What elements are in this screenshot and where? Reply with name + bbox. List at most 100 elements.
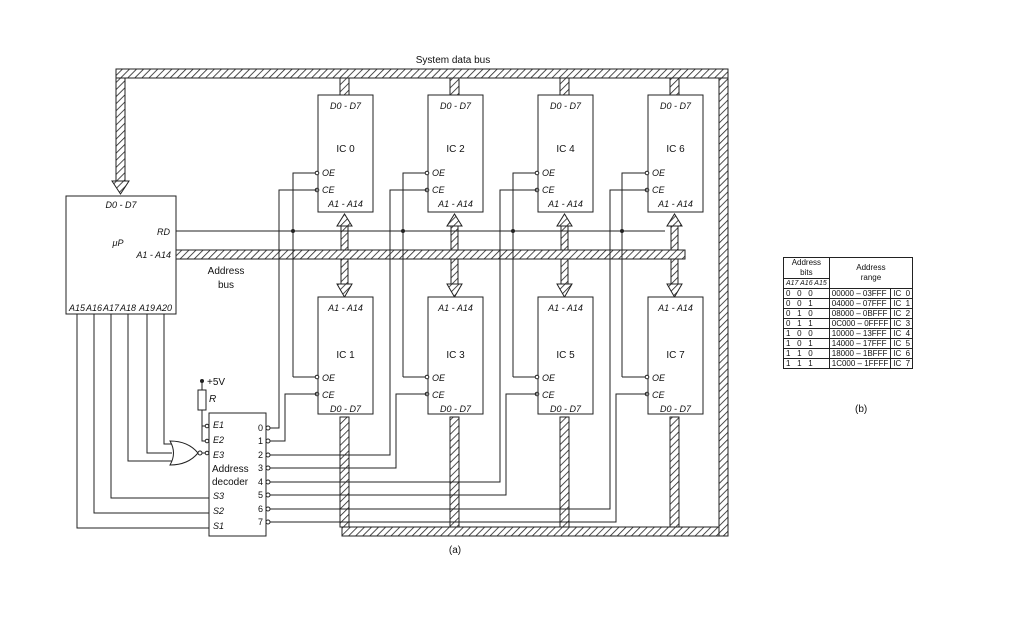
ic-name: IC 1 xyxy=(336,350,355,361)
cell-range: 14000 – 17FFF xyxy=(828,338,892,349)
up-pin-a17: A17 xyxy=(102,303,120,313)
cell-range: 08000 – 0BFFF xyxy=(828,308,892,319)
ic-addr-pins: A1 - A14 xyxy=(547,199,583,209)
oe-bubble xyxy=(644,374,650,380)
decoder-s2: S2 xyxy=(213,506,224,516)
cell-ic: IC 1 xyxy=(890,298,914,309)
cell-bits: 0 1 1 xyxy=(783,318,830,329)
decoder-label-line2: decoder xyxy=(212,477,249,488)
decoder-e1: E1 xyxy=(213,420,224,430)
ic-ce-pin: CE xyxy=(542,185,555,195)
ic-data-pins: D0 - D7 xyxy=(660,404,692,414)
ic-addr-pins: A1 - A14 xyxy=(657,199,693,209)
ic-data-pins: D0 - D7 xyxy=(550,101,582,111)
ic-ce-pin: CE xyxy=(652,185,665,195)
decoder-output-3: 3 xyxy=(258,463,263,473)
cell-bits: 1 1 1 xyxy=(783,358,830,369)
ic-name: IC 2 xyxy=(446,144,465,155)
ic-oe-pin: OE xyxy=(542,373,556,383)
table-header-row: Address bits Address range xyxy=(783,257,914,289)
up-pin-a18: A18 xyxy=(119,303,136,313)
cell-ic: IC 7 xyxy=(890,358,914,369)
ic-ce-pin: CE xyxy=(322,185,335,195)
decoder-output-6: 6 xyxy=(258,504,263,514)
up-pin-a16: A16 xyxy=(85,303,102,313)
system-data-bus xyxy=(111,68,729,537)
or-gate xyxy=(169,440,203,466)
ic-name: IC 6 xyxy=(666,144,685,155)
address-decoder: E1 E2 E3 Address decoder S3 S2 S1 012345… xyxy=(208,412,267,537)
up-data-pins: D0 - D7 xyxy=(105,200,137,210)
caption-a: (a) xyxy=(449,545,461,556)
resistor-label: R xyxy=(209,394,216,405)
ic-oe-pin: OE xyxy=(432,373,446,383)
ic-name: IC 7 xyxy=(666,350,685,361)
ic-data-pins: D0 - D7 xyxy=(660,101,692,111)
ic-oe-pin: OE xyxy=(322,168,336,178)
decoder-s1: S1 xyxy=(213,521,224,531)
ic-oe-pin: OE xyxy=(652,373,666,383)
decoder-output-bubbles xyxy=(265,425,271,525)
up-addr-pins: A1 - A14 xyxy=(135,250,171,260)
ic-data-pins: D0 - D7 xyxy=(330,404,362,414)
oe-bubble xyxy=(644,170,650,176)
header-bit-names: A17 A16 A15 xyxy=(783,278,830,289)
cell-bits: 0 0 0 xyxy=(783,288,830,299)
ic-addr-pins: A1 - A14 xyxy=(327,199,363,209)
decoder-output-7: 7 xyxy=(258,517,263,527)
cell-range: 00000 – 03FFF xyxy=(828,288,892,299)
supply-label: +5V xyxy=(207,377,225,388)
rd-line xyxy=(176,172,665,378)
ic-ce-pin: CE xyxy=(432,390,445,400)
ic-addr-pins: A1 - A14 xyxy=(657,303,693,313)
cell-bits: 1 0 1 xyxy=(783,338,830,349)
decoder-input-bubbles xyxy=(204,423,210,456)
cell-ic: IC 4 xyxy=(890,328,914,339)
decoder-output-0: 0 xyxy=(258,423,263,433)
cell-range: 10000 – 13FFF xyxy=(828,328,892,339)
ic-name: IC 3 xyxy=(446,350,465,361)
caption-b: (b) xyxy=(855,404,868,415)
address-bus xyxy=(174,213,686,299)
oe-bubble xyxy=(424,170,430,176)
cell-ic: IC 0 xyxy=(890,288,914,299)
oe-bubble xyxy=(314,374,320,380)
up-pin-a19: A19 xyxy=(138,303,155,313)
cell-ic: IC 2 xyxy=(890,308,914,319)
ic-oe-pin: OE xyxy=(542,168,556,178)
ic-ce-pin: CE xyxy=(322,390,335,400)
oe-bubble xyxy=(534,170,540,176)
ic-addr-pins: A1 - A14 xyxy=(327,303,363,313)
system-bus-label: System data bus xyxy=(416,55,490,66)
decoder-output-2: 2 xyxy=(258,450,263,460)
cell-range: 04000 – 07FFF xyxy=(828,298,892,309)
ic-ce-pin: CE xyxy=(432,185,445,195)
cell-ic: IC 5 xyxy=(890,338,914,349)
ic-oe-pin: OE xyxy=(652,168,666,178)
cell-ic: IC 6 xyxy=(890,348,914,359)
cell-bits: 0 0 1 xyxy=(783,298,830,309)
ic-name: IC 0 xyxy=(336,144,355,155)
decoder-s3: S3 xyxy=(213,491,224,501)
ic-addr-pins: A1 - A14 xyxy=(547,303,583,313)
ic-addr-pins: A1 - A14 xyxy=(437,303,473,313)
oe-bubble xyxy=(534,374,540,380)
cell-bits: 0 1 0 xyxy=(783,308,830,319)
high-address-wiring xyxy=(76,314,209,529)
rd-junctions xyxy=(291,229,624,233)
ic-addr-pins: A1 - A14 xyxy=(437,199,473,209)
memory-ic-3: D0 - D7 IC 6 OE CE A1 - A14 xyxy=(644,94,704,213)
